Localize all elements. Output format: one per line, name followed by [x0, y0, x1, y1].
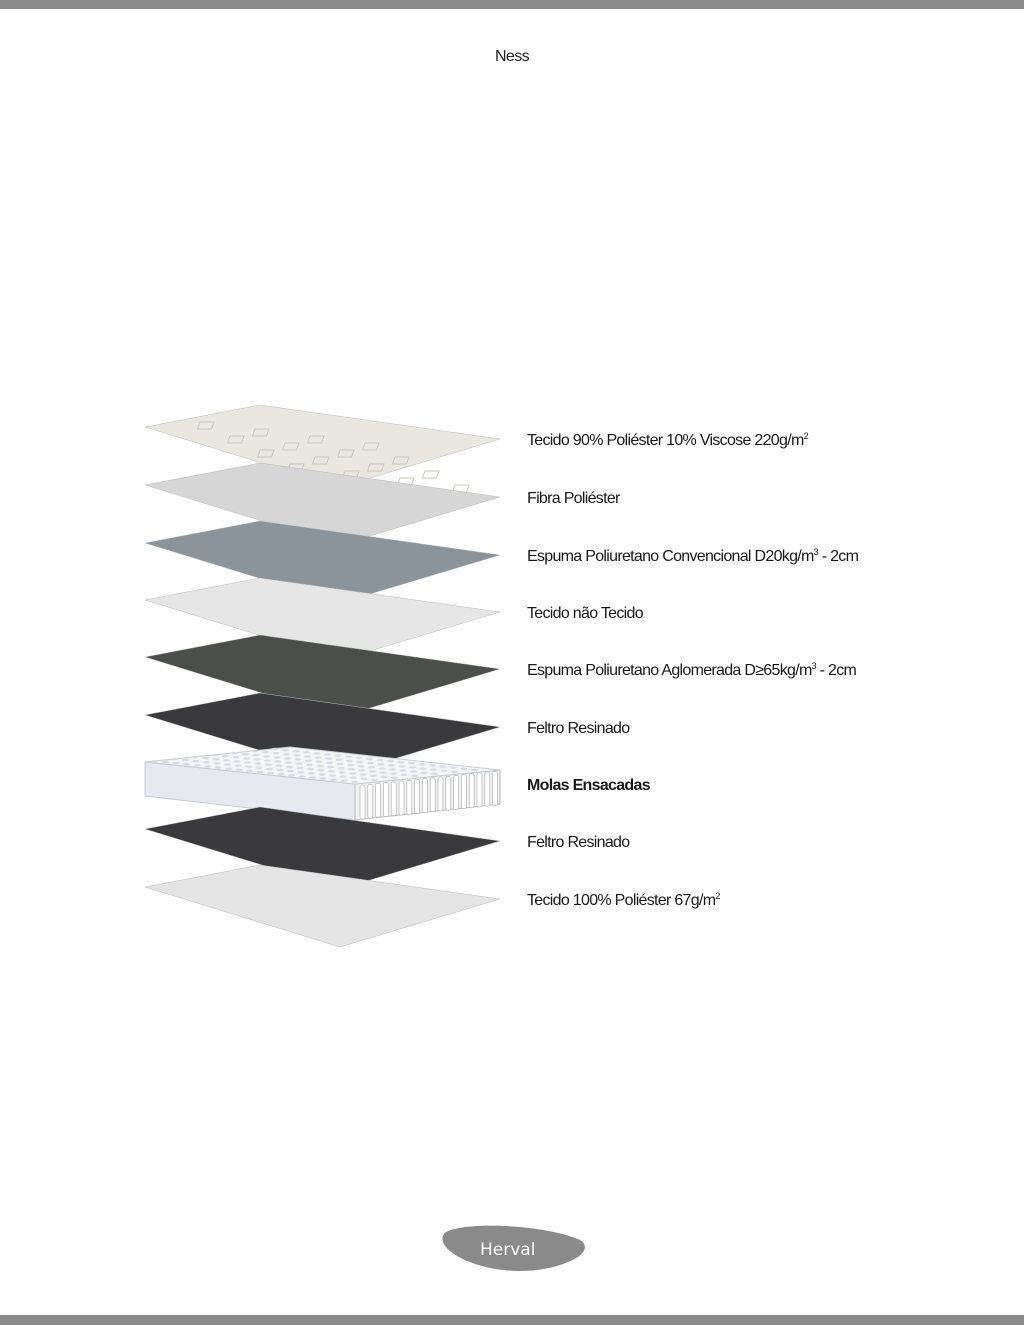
layer-label-text: Tecido não Tecido — [527, 605, 644, 622]
layer-label: Tecido não Tecido — [527, 604, 644, 624]
layer-9 — [144, 864, 501, 948]
mattress-layers-illustration — [144, 404, 501, 948]
layer-label-text: Espuma Poliuretano Convencional D20kg/m — [527, 548, 814, 565]
layer-label: Feltro Resinado — [527, 719, 630, 739]
layer-label: Espuma Poliuretano Convencional D20kg/m3… — [527, 547, 859, 567]
layer-label-text: Espuma Poliuretano Aglomerada D≥65kg/m — [527, 662, 812, 679]
layer-label: Tecido 100% Poliéster 67g/m2 — [527, 891, 720, 911]
layer-label-suffix: - 2cm — [815, 662, 857, 679]
page-title: Ness — [494, 48, 530, 65]
superscript: 3 — [813, 547, 819, 557]
superscript: 2 — [715, 891, 720, 901]
layer-label-text: Molas Ensacadas — [527, 777, 651, 794]
bottom-bar — [0, 1315, 1024, 1325]
layer-label-text: Tecido 90% Poliéster 10% Viscose 220g/m — [527, 432, 804, 449]
superscript: 2 — [803, 431, 809, 441]
herval-logo: Herval — [442, 1225, 585, 1271]
layer-label: Tecido 90% Poliéster 10% Viscose 220g/m2 — [527, 431, 809, 451]
layer-label-text: Feltro Resinado — [527, 720, 630, 737]
layer-1 — [144, 404, 501, 493]
layer-label: Molas Ensacadas — [527, 776, 651, 796]
layer-label: Feltro Resinado — [527, 833, 630, 853]
layer-label-suffix: - 2cm — [817, 548, 859, 565]
layer-label-text: Tecido 100% Poliéster 67g/m — [527, 892, 716, 909]
layer-7 — [144, 746, 501, 821]
logo-text: Herval — [480, 1240, 535, 1260]
layer-label-text: Fibra Poliéster — [527, 490, 620, 507]
layer-label-text: Feltro Resinado — [527, 834, 630, 851]
layer-label: Fibra Poliéster — [527, 489, 620, 509]
superscript: 3 — [811, 661, 817, 671]
layer-label: Espuma Poliuretano Aglomerada D≥65kg/m3 … — [527, 661, 857, 681]
top-bar — [0, 0, 1024, 9]
